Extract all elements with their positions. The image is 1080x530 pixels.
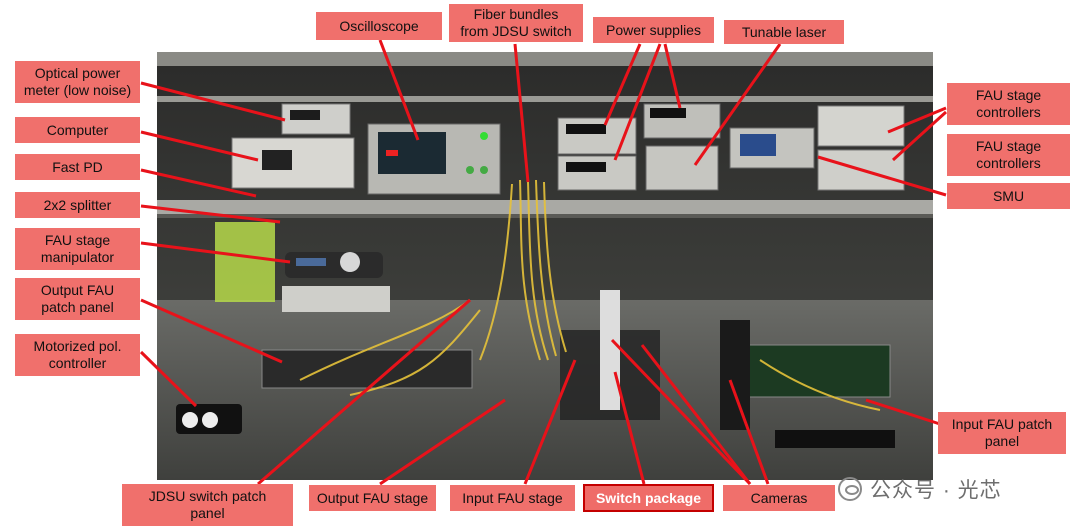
label-fau-stage-controllers-2: FAU stage controllers (947, 134, 1070, 176)
label-cameras: Cameras (723, 485, 835, 511)
label-fau-stage-controllers-1: FAU stage controllers (947, 83, 1070, 125)
label-motorized-pol-controller: Motorized pol. controller (15, 334, 140, 376)
label-computer: Computer (15, 117, 140, 143)
wechat-icon (838, 477, 862, 501)
label-fast-pd: Fast PD (15, 154, 140, 180)
label-tunable-laser: Tunable laser (724, 20, 844, 44)
arrows (139, 39, 948, 486)
label-fiber-bundles: Fiber bundles from JDSU switch (449, 4, 583, 42)
label-switch-package: Switch package (583, 484, 714, 512)
label-input-fau-stage: Input FAU stage (450, 485, 575, 511)
label-jdsu-switch-patch-panel: JDSU switch patch panel (122, 484, 293, 526)
label-oscilloscope: Oscilloscope (316, 12, 442, 40)
label-2x2-splitter: 2x2 splitter (15, 192, 140, 218)
fiber-bundles (299, 179, 881, 411)
label-output-fau-stage: Output FAU stage (309, 485, 436, 511)
watermark: 公众号 · 光芯 (838, 474, 1002, 504)
label-optical-power-meter: Optical power meter (low noise) (15, 61, 140, 103)
watermark-text: 公众号 · 光芯 (870, 479, 1002, 502)
label-output-fau-patch-panel: Output FAU patch panel (15, 278, 140, 320)
label-input-fau-patch-panel: Input FAU patch panel (938, 412, 1066, 454)
label-smu: SMU (947, 183, 1070, 209)
label-power-supplies: Power supplies (593, 17, 714, 43)
label-fau-stage-manipulator: FAU stage manipulator (15, 228, 140, 270)
